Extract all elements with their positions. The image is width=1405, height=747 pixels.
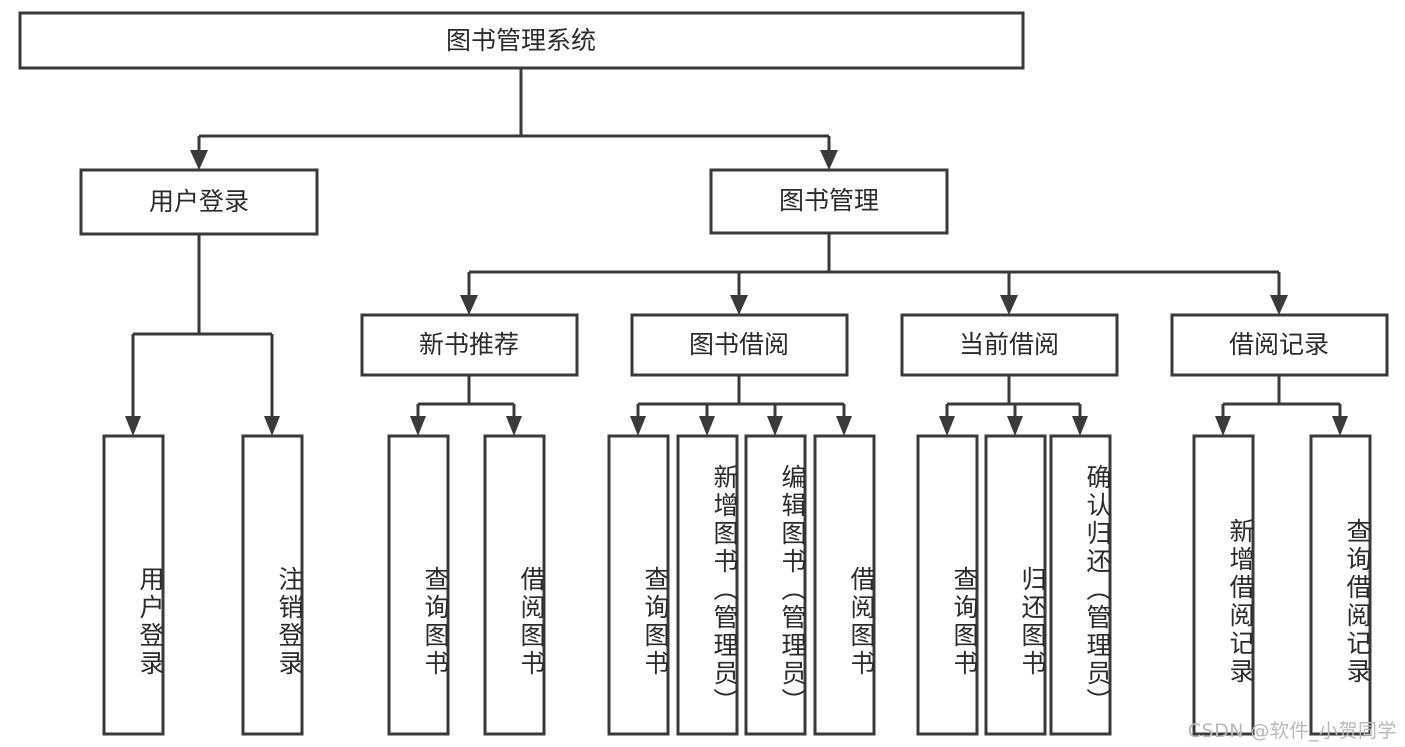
leaf-box-cb-query-book[interactable] (916, 434, 979, 736)
leaf-box-nb-borrow-book[interactable] (483, 434, 546, 736)
arrowhead-br-query (1332, 416, 1348, 436)
connector-book-borrow-to-leaves (630, 375, 852, 436)
arrowhead-current-borrow (1000, 295, 1018, 315)
arrowhead-user-login (190, 150, 208, 170)
book-manage-box[interactable] (709, 168, 949, 235)
borrow-record-label: 借阅记录 (1229, 330, 1329, 359)
leaf-box-logout[interactable] (241, 434, 304, 736)
arrowhead-cb-confirm (1072, 416, 1088, 436)
book-borrow-box[interactable] (630, 313, 849, 377)
root-box[interactable] (18, 11, 1025, 70)
arrowhead-bb-borrow (836, 416, 852, 436)
node-current-borrow[interactable]: 当前借阅 (900, 313, 1119, 377)
connector-root-to-level2 (190, 68, 838, 170)
node-borrow-record[interactable]: 借阅记录 (1170, 313, 1389, 377)
leaf-box-cb-return-book[interactable] (984, 434, 1047, 736)
leaf-box-br-add-record[interactable] (1192, 434, 1255, 736)
new-book-box[interactable] (360, 313, 579, 377)
arrowhead-bb-add (699, 416, 715, 436)
leaf-box-bb-edit-book[interactable] (744, 434, 807, 736)
node-root[interactable]: 图书管理系统 (18, 11, 1025, 70)
arrowhead-cb-return (1007, 416, 1023, 436)
arrowhead-leaf-logout (264, 416, 280, 436)
book-manage-label: 图书管理 (779, 186, 879, 215)
node-new-book-recommend[interactable]: 新书推荐 (360, 313, 579, 377)
leaf-box-bb-borrow-book[interactable] (813, 434, 876, 736)
current-borrow-label: 当前借阅 (959, 330, 1059, 359)
arrowhead-bb-query (630, 416, 646, 436)
new-book-label: 新书推荐 (419, 330, 519, 359)
arrowhead-nb-query (410, 416, 426, 436)
connector-book-manage-to-level3 (460, 233, 1288, 315)
current-borrow-box[interactable] (900, 313, 1119, 377)
connector-user-login-to-leaves (125, 234, 280, 436)
root-label: 图书管理系统 (446, 26, 596, 55)
leaf-box-bb-add-book[interactable] (676, 434, 739, 736)
arrowhead-book-manage (820, 150, 838, 170)
arrowhead-bb-edit (767, 416, 783, 436)
node-book-manage[interactable]: 图书管理 (709, 168, 949, 235)
arrowhead-nb-borrow (506, 416, 522, 436)
leaf-box-user-login[interactable] (102, 434, 165, 736)
connector-new-book-to-leaves (410, 375, 522, 436)
connector-borrow-record-to-leaves (1215, 375, 1348, 436)
leaf-box-br-query-record[interactable] (1309, 434, 1372, 736)
user-login-label: 用户登录 (149, 187, 249, 216)
arrowhead-borrow-record (1270, 295, 1288, 315)
user-login-box[interactable] (79, 168, 319, 236)
borrow-record-box[interactable] (1170, 313, 1389, 377)
arrowhead-br-add (1215, 416, 1231, 436)
book-borrow-label: 图书借阅 (689, 330, 789, 359)
leaf-box-cb-confirm-return[interactable] (1049, 434, 1112, 736)
node-user-login[interactable]: 用户登录 (79, 168, 319, 236)
leaf-box-nb-query-book[interactable] (387, 434, 450, 736)
connector-current-borrow-to-leaves (939, 375, 1088, 436)
node-book-borrow[interactable]: 图书借阅 (630, 313, 849, 377)
leaf-box-bb-query-book[interactable] (607, 434, 670, 736)
arrowhead-leaf-user-login (125, 416, 141, 436)
arrowhead-book-borrow (730, 295, 748, 315)
arrowhead-new-book (460, 295, 478, 315)
arrowhead-cb-query (939, 416, 955, 436)
csdn-watermark: CSDN @软件_小贺同学 (1187, 720, 1397, 742)
